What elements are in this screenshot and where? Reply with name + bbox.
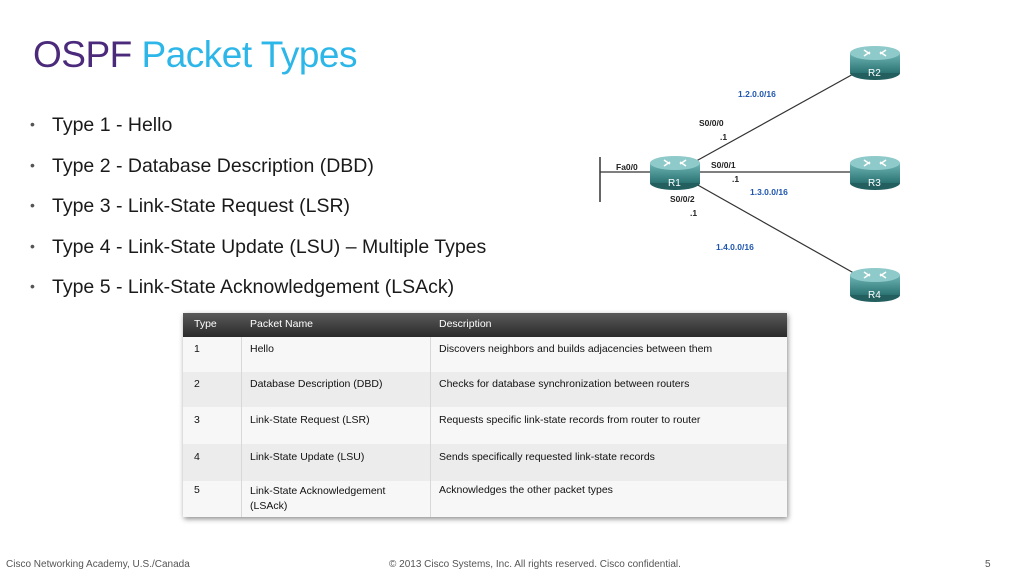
table-row: 2 Database Description (DBD) Checks for … xyxy=(183,372,787,407)
cell-type: 4 xyxy=(194,451,200,463)
cell-description: Discovers neighbors and builds adjacenci… xyxy=(439,343,713,355)
cell-type: 2 xyxy=(194,378,200,390)
network-r4-label: 1.4.0.0/16 xyxy=(716,242,754,252)
cell-description: Acknowledges the other packet types xyxy=(439,484,613,496)
topology-svg xyxy=(599,46,900,302)
cell-type: 1 xyxy=(194,343,200,355)
bullet-item: • Type 1 - Hello xyxy=(30,114,486,155)
link-r1-r4 xyxy=(679,174,876,286)
router-r3-label: R3 xyxy=(868,178,881,189)
network-topology-diagram: R1 R2 R3 R4 Fa0/0 S0/0/0 .1 S0/0/1 .1 S0… xyxy=(590,40,920,310)
interface-s000-label: S0/0/0 xyxy=(699,118,724,128)
table-row: 4 Link-State Update (LSU) Sends specific… xyxy=(183,444,787,481)
column-divider xyxy=(241,337,242,517)
router-r3-icon xyxy=(850,156,900,190)
bullet-list: • Type 1 - Hello • Type 2 - Database Descr… xyxy=(30,114,486,317)
table-header: Type Packet Name Description xyxy=(183,313,787,337)
header-description: Description xyxy=(439,318,492,330)
header-packet-name: Packet Name xyxy=(250,318,314,330)
bullet-dot-icon: • xyxy=(30,278,35,294)
footer-left: Cisco Networking Academy, U.S./Canada xyxy=(6,559,190,570)
router-r4-icon xyxy=(850,268,900,302)
network-r2-label: 1.2.0.0/16 xyxy=(738,89,776,99)
router-r1-label: R1 xyxy=(668,178,681,189)
cell-description: Checks for database synchronization betw… xyxy=(439,378,690,390)
bullet-text: Type 1 - Hello xyxy=(52,114,173,136)
column-divider xyxy=(430,337,431,517)
cell-packet-name: Database Description (DBD) xyxy=(250,378,383,390)
router-r2-icon xyxy=(850,46,900,80)
slide-title-part1: OSPF xyxy=(33,34,132,75)
footer-copyright: © 2013 Cisco Systems, Inc. All rights re… xyxy=(389,559,681,570)
packet-types-table: Type Packet Name Description 1 Hello Dis… xyxy=(183,313,787,517)
router-r4-label: R4 xyxy=(868,290,881,301)
table-row: 1 Hello Discovers neighbors and builds a… xyxy=(183,337,787,372)
bullet-text: Type 3 - Link-State Request (LSR) xyxy=(52,195,351,217)
table-row: 3 Link-State Request (LSR) Requests spec… xyxy=(183,407,787,444)
page-number: 5 xyxy=(985,559,991,570)
cell-packet-name: Link-State Acknowledgement (LSAck) xyxy=(250,485,386,512)
bullet-item: • Type 2 - Database Description (DBD) xyxy=(30,155,486,196)
bullet-dot-icon: • xyxy=(30,237,35,254)
slide-title: OSPF Packet Types xyxy=(33,34,357,76)
network-r3-label: 1.3.0.0/16 xyxy=(750,187,788,197)
cell-packet-name: Link-State Request (LSR) xyxy=(250,414,370,426)
interface-s001-ip: .1 xyxy=(732,174,740,184)
slide-title-part2: Packet Types xyxy=(141,34,358,75)
bullet-item: • Type 4 - Link-State Update (LSU) – Mult… xyxy=(30,236,486,277)
bullet-item: • Type 3 - Link-State Request (LSR) xyxy=(30,195,486,236)
table-row: 5 Link-State Acknowledgement (LSAck) Ack… xyxy=(183,481,787,517)
cell-description: Requests specific link-state records fro… xyxy=(439,414,701,426)
bullet-text: Type 2 - Database Description (DBD) xyxy=(52,154,374,177)
header-type: Type xyxy=(194,318,217,330)
cell-type: 3 xyxy=(194,414,200,426)
interface-s002-label: S0/0/2 xyxy=(670,194,695,204)
cell-packet-name: Link-State Update (LSU) xyxy=(250,451,365,463)
cell-description: Sends specifically requested link-state … xyxy=(439,451,655,463)
router-r1-icon xyxy=(650,156,700,190)
bullet-dot-icon: • xyxy=(30,197,35,213)
cell-type: 5 xyxy=(194,484,200,496)
router-r2-label: R2 xyxy=(868,68,881,79)
interface-s000-ip: .1 xyxy=(720,132,728,142)
link-r1-r2 xyxy=(679,61,876,171)
bullet-text: Type 5 - Link-State Acknowledgement (LSA… xyxy=(52,276,455,298)
bullet-item: • Type 5 - Link-State Acknowledgement (LS… xyxy=(30,276,486,317)
interface-s001-label: S0/0/1 xyxy=(711,160,736,170)
bullet-text: Type 4 - Link-State Update (LSU) – Multi… xyxy=(52,235,487,258)
cell-packet-name: Hello xyxy=(250,343,274,355)
interface-s002-ip: .1 xyxy=(690,208,698,218)
bullet-dot-icon: • xyxy=(30,156,35,173)
interface-fa00-label: Fa0/0 xyxy=(616,162,638,172)
bullet-dot-icon: • xyxy=(30,116,35,132)
